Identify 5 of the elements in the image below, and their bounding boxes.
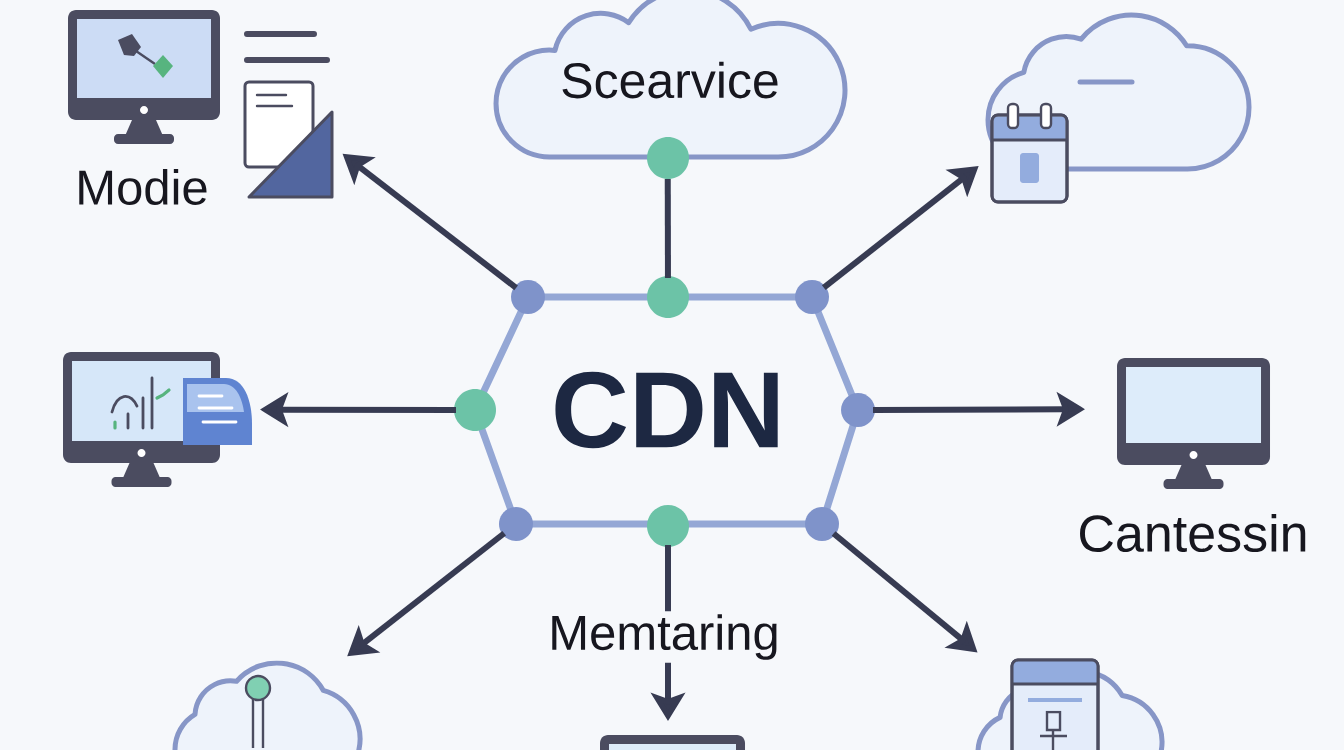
cloud: Scearvice — [493, 0, 848, 160]
node-label: Cantessin — [1080, 513, 1306, 553]
monitor-icon — [600, 735, 745, 750]
edge-label: Memtaring — [545, 611, 783, 663]
node-label: Modie — [79, 169, 207, 205]
